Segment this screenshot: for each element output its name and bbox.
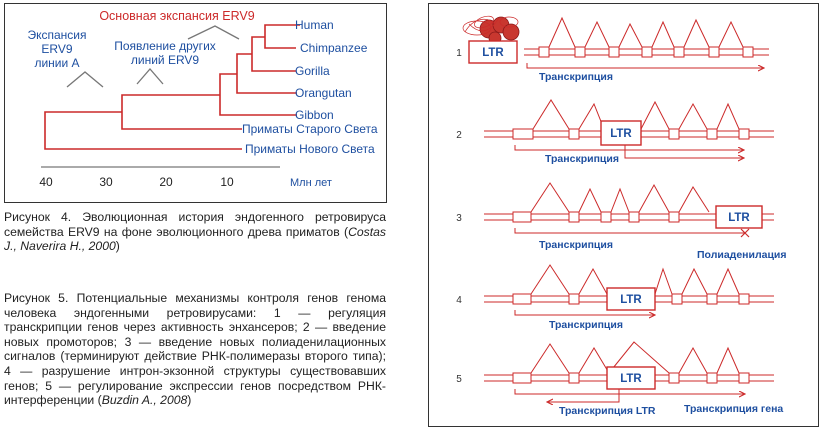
clade-new-world: Приматы Нового Света — [245, 142, 375, 156]
row-number-5: 5 — [456, 374, 462, 385]
figure-5-caption: Рисунок 5. Потенциальные механизмы контр… — [4, 291, 386, 408]
mechanism-row-5: LTR Транскрипция LTR Транскрипция гена 5 — [456, 341, 783, 417]
ltr-label-5: LTR — [620, 373, 642, 385]
fig5-caption-end: ) — [187, 393, 192, 408]
species-orangutan: Orangutan — [295, 86, 352, 100]
ltr-label-2: LTR — [610, 128, 632, 140]
row-5-ltr-transcription-label: Транскрипция LTR — [559, 405, 656, 417]
figure-4-caption: Рисунок 4. Эволюционная история эндогенн… — [4, 210, 386, 254]
label-b-line-1: Появление других — [114, 39, 216, 53]
label-a-line-2: ERV9 — [41, 42, 72, 56]
poly-a-cross-icon — [740, 228, 750, 238]
mechanisms-svg: LTR Транскрипция 1 — [456, 15, 787, 417]
species-gibbon: Gibbon — [295, 108, 334, 122]
clade-old-world: Приматы Старого Света — [242, 122, 378, 136]
row-3-polyadenylation-label: Полиаденилация — [697, 249, 787, 261]
fig5-citation: Buzdin A., 2008 — [101, 393, 188, 408]
row-2-transcription-label: Транскрипция — [545, 153, 619, 165]
wedge-main — [187, 25, 240, 40]
tree-branches — [44, 24, 300, 150]
axis-tick-20: 20 — [159, 175, 173, 189]
row-1-transcription-label: Транскрипция — [539, 71, 613, 83]
row-4-transcription-label: Транскрипция — [549, 319, 623, 331]
axis-tick-40: 40 — [39, 175, 53, 189]
row-number-2: 2 — [456, 130, 462, 141]
row-number-1: 1 — [456, 48, 462, 59]
fig4-citation: Costas J., Naverira H., 2000 — [4, 224, 386, 254]
fig5-caption-text: Рисунок 5. Потенциальные механизмы контр… — [4, 291, 386, 408]
label-b-line-2: линий ERV9 — [131, 53, 200, 67]
wedge-b — [136, 68, 164, 85]
row-number-3: 3 — [456, 213, 462, 224]
label-a-line-3: линии А — [34, 56, 79, 70]
ltr-label-3: LTR — [728, 212, 750, 224]
mechanisms-figure: LTR Транскрипция 1 — [428, 3, 819, 427]
label-a-line-1: Экспансия — [27, 28, 86, 42]
wedge-a — [66, 71, 104, 88]
mechanism-row-4: LTR Транскрипция 4 — [456, 264, 774, 331]
species-chimpanzee: Chimpanzee — [300, 41, 368, 55]
ltr-label-1: LTR — [482, 47, 504, 59]
phylogeny-svg: Основная экспансия ERV9 Экспансия ERV9 л… — [27, 9, 378, 189]
row-3-transcription-label: Транскрипция — [539, 239, 613, 251]
tree-title: Основная экспансия ERV9 — [99, 9, 254, 23]
species-human: Human — [295, 18, 334, 32]
row-5-gene-transcription-label: Транскрипция гена — [684, 403, 783, 415]
species-gorilla: Gorilla — [295, 64, 330, 78]
mechanism-row-3: LTR Транскрипция Полиаденилация 3 — [456, 182, 787, 261]
axis-unit: Млн лет — [290, 177, 332, 189]
row-number-4: 4 — [456, 295, 462, 306]
axis-tick-10: 10 — [220, 175, 234, 189]
axis-tick-30: 30 — [99, 175, 113, 189]
phylogeny-figure: Основная экспансия ERV9 Экспансия ERV9 л… — [4, 3, 387, 203]
mechanism-row-2: LTR Транскрипция 2 — [456, 99, 774, 165]
fig4-caption-text: Рисунок 4. Эволюционная история эндогенн… — [4, 210, 386, 239]
ltr-label-4: LTR — [620, 294, 642, 306]
fig4-caption-end: ) — [115, 239, 120, 254]
mechanism-row-1: LTR Транскрипция 1 — [456, 15, 769, 83]
